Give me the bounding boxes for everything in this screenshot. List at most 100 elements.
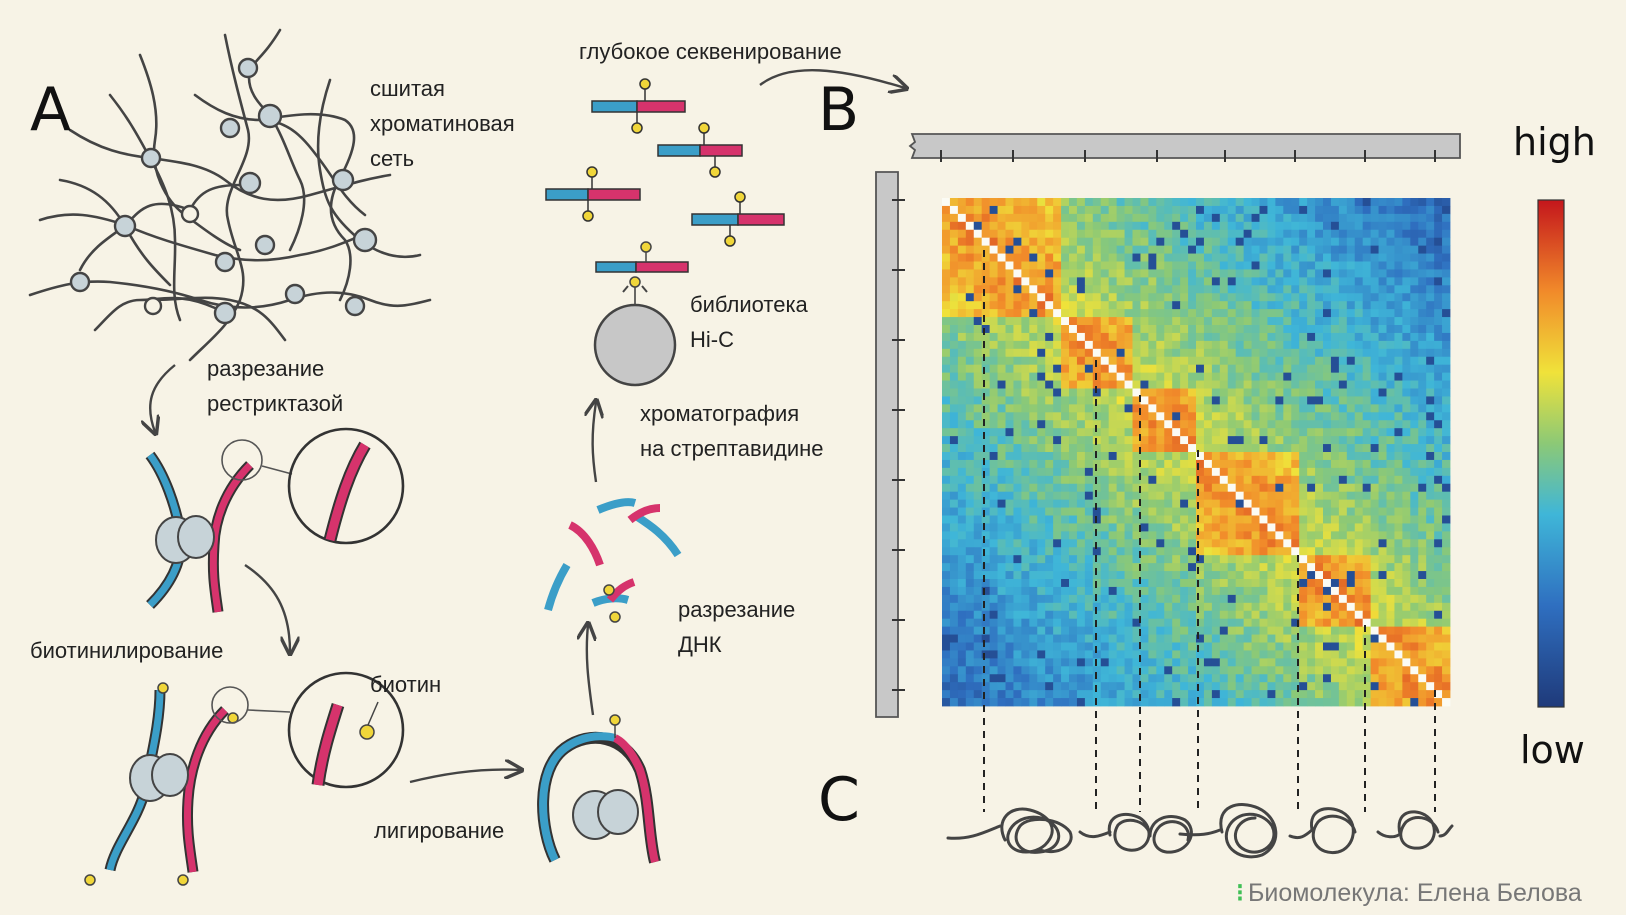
heatmap-cell	[1053, 666, 1062, 675]
heatmap-cell	[1418, 674, 1427, 683]
heatmap-cell	[1235, 690, 1245, 699]
heatmap-cell	[1291, 245, 1300, 254]
heatmap-cell	[1148, 309, 1157, 318]
heatmap-cell	[1108, 571, 1118, 580]
heatmap-cell	[1251, 539, 1260, 548]
heatmap-cell	[1362, 301, 1372, 310]
heatmap-cell	[1243, 452, 1252, 461]
heatmap-cell	[1434, 356, 1443, 366]
heatmap-cell	[1045, 658, 1054, 667]
heatmap-cell	[997, 237, 1006, 247]
heatmap-cell	[1251, 467, 1260, 477]
heatmap-cell	[1156, 698, 1165, 707]
heatmap-cell	[1235, 340, 1245, 350]
heatmap-cell	[1243, 198, 1252, 207]
heatmap-cell	[1362, 325, 1372, 334]
heatmap-cell	[965, 309, 975, 318]
heatmap-cell	[1227, 277, 1237, 286]
heatmap-cell	[1203, 626, 1213, 635]
heatmap-cell	[1164, 229, 1173, 239]
heatmap-cell	[1434, 348, 1443, 358]
heatmap-cell	[1330, 499, 1340, 508]
heatmap-cell	[1084, 213, 1094, 223]
heatmap-cell	[1235, 309, 1245, 318]
heatmap-cell	[1053, 674, 1062, 683]
heatmap-cell	[1013, 388, 1022, 397]
heatmap-cell	[1410, 626, 1419, 635]
heatmap-cell	[1275, 507, 1284, 516]
heatmap-cell	[1108, 555, 1118, 564]
heatmap-cell	[973, 571, 983, 580]
heatmap-cell	[981, 483, 991, 493]
heatmap-cell	[1188, 586, 1197, 596]
heatmap-cell	[1330, 579, 1340, 588]
heatmap-cell	[1338, 237, 1348, 247]
heatmap-cell	[957, 483, 967, 493]
heatmap-cell	[1418, 682, 1427, 691]
heatmap-cell	[1235, 610, 1245, 620]
heatmap-cell	[1291, 555, 1300, 564]
heatmap-cell	[1092, 205, 1102, 215]
heatmap-cell	[1037, 499, 1046, 508]
heatmap-cell	[1410, 507, 1419, 516]
heatmap-cell	[1053, 626, 1062, 635]
heatmap-cell	[942, 380, 951, 389]
heatmap-cell	[1330, 412, 1340, 421]
heatmap-cell	[1267, 404, 1276, 413]
heatmap-cell	[949, 245, 959, 254]
heatmap-cell	[973, 444, 983, 453]
heatmap-cell	[1418, 507, 1427, 516]
heatmap-cell	[1148, 563, 1157, 572]
heatmap-cell	[1092, 586, 1102, 596]
heatmap-cell	[1338, 229, 1348, 239]
heatmap-cell	[981, 237, 991, 247]
heatmap-cell	[1180, 579, 1189, 588]
heatmap-cell	[1402, 277, 1411, 286]
heatmap-cell	[1211, 301, 1221, 310]
heatmap-cell	[1418, 626, 1427, 635]
heatmap-cell	[1021, 261, 1030, 270]
heatmap-cell	[1243, 221, 1252, 231]
heatmap-cell	[1156, 579, 1165, 588]
heatmap-cell	[1243, 356, 1252, 366]
heatmap-cell	[1251, 618, 1260, 628]
heatmap-cell	[1124, 682, 1133, 691]
heatmap-cell	[1442, 253, 1451, 262]
heatmap-cell	[1354, 634, 1364, 643]
heatmap-cell	[1069, 205, 1078, 215]
heatmap-cell	[1307, 388, 1316, 397]
heatmap-cell	[949, 459, 959, 469]
heatmap-cell	[1156, 674, 1165, 683]
heatmap-cell	[1370, 539, 1379, 548]
heatmap-cell	[981, 452, 991, 461]
heatmap-cell	[1219, 444, 1229, 453]
heatmap-cell	[1378, 253, 1387, 262]
heatmap-cell	[1045, 531, 1054, 540]
heatmap-cell	[1323, 293, 1332, 302]
heatmap-cell	[1211, 674, 1221, 683]
heatmap-cell	[973, 491, 983, 501]
heatmap-cell	[1053, 245, 1062, 254]
heatmap-cell	[1005, 586, 1014, 596]
heatmap-cell	[1354, 571, 1364, 580]
heatmap-cell	[1092, 547, 1102, 556]
heatmap-cell	[1037, 618, 1046, 628]
heatmap-cell	[1299, 253, 1308, 262]
heatmap-cell	[1410, 412, 1419, 421]
heatmap-cell	[1069, 221, 1078, 231]
heatmap-cell	[1378, 682, 1387, 691]
heatmap-cell	[1100, 301, 1110, 310]
heatmap-cell	[1148, 586, 1157, 596]
heatmap-cell	[1076, 531, 1086, 540]
heatmap-cell	[1283, 507, 1292, 516]
heatmap-cell	[1116, 626, 1125, 635]
heatmap-cell	[1164, 205, 1173, 215]
heatmap-cell	[1203, 563, 1213, 572]
heatmap-cell	[1259, 325, 1268, 334]
heatmap-cell	[949, 348, 959, 358]
heatmap-cell	[997, 452, 1006, 461]
heatmap-cell	[1267, 602, 1276, 612]
heatmap-cell	[1037, 317, 1046, 326]
heatmap-cell	[1418, 586, 1427, 596]
heatmap-cell	[957, 293, 967, 302]
